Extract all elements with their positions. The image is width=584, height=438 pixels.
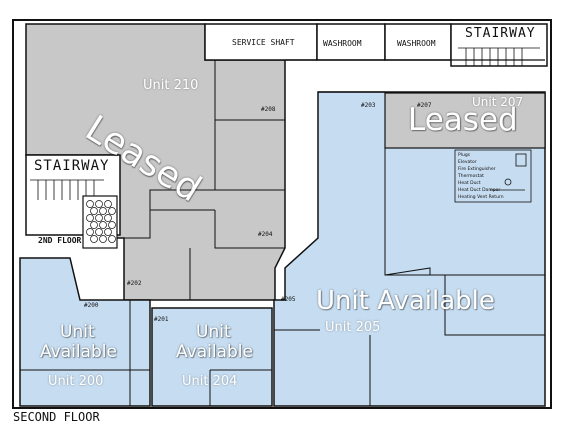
room-number-207: #207 xyxy=(417,102,432,109)
unit-200-204-walls xyxy=(20,300,272,406)
unit-210-label: Unit 210 xyxy=(143,78,199,93)
unit-200-unit-word: Unit xyxy=(60,322,95,342)
service-shaft-label: SERVICE SHAFT xyxy=(232,38,295,47)
legend-item: Heat Duct xyxy=(458,181,481,186)
service-block xyxy=(204,23,548,67)
legend-item: Thermostat xyxy=(458,174,484,179)
legend-item: Fire Extinguisher xyxy=(458,167,496,172)
room-number-208: #208 xyxy=(261,106,276,113)
unit-207-label: Unit 207 xyxy=(472,95,524,109)
floor-label: SECOND FLOOR xyxy=(13,410,100,424)
washroom-2-label: WASHROOM xyxy=(397,39,436,48)
unit-200-area xyxy=(19,257,151,407)
unit-200-available-word: Available xyxy=(40,342,117,362)
unit-204-area xyxy=(151,307,273,407)
washroom-1-label: WASHROOM xyxy=(323,39,362,48)
unit-207-overlay xyxy=(384,92,546,149)
unit-207-leased: Leased xyxy=(408,102,518,138)
room-number-201: #201 xyxy=(154,316,169,323)
stairway-top-label: STAIRWAY xyxy=(465,26,536,41)
unit-204-label: Unit 204 xyxy=(182,374,238,389)
room-number-203: #203 xyxy=(361,102,376,109)
room-number-205: #205 xyxy=(281,296,296,303)
room-number-204: #204 xyxy=(258,231,273,238)
legend-item: Elevator xyxy=(458,160,477,165)
unit-200-label: Unit 200 xyxy=(48,374,104,389)
unit-205-available: Unit Available xyxy=(316,286,495,316)
legend-item: Heating Vent Return xyxy=(458,195,504,200)
legend-box xyxy=(454,149,532,203)
unit-204-unit-word: Unit xyxy=(196,322,231,342)
room-number-202: #202 xyxy=(127,280,142,287)
unit-210-walls xyxy=(124,60,285,300)
legend-item: Plugs xyxy=(458,153,471,158)
unit-205-walls xyxy=(274,148,545,406)
corridor-walls xyxy=(285,59,545,93)
legend-list: Plugs Elevator Fire Extinguisher Thermos… xyxy=(458,152,504,201)
unit-204-available-word: Available xyxy=(176,342,253,362)
legend-item: Heat Duct Damper xyxy=(458,188,501,193)
left-stairway xyxy=(25,154,121,249)
second-floor-tag: 2ND FLOOR xyxy=(38,236,82,245)
room-number-200: #200 xyxy=(84,302,99,309)
stairway-left-label: STAIRWAY xyxy=(34,158,110,174)
unit-205-label: Unit 205 xyxy=(325,320,381,335)
